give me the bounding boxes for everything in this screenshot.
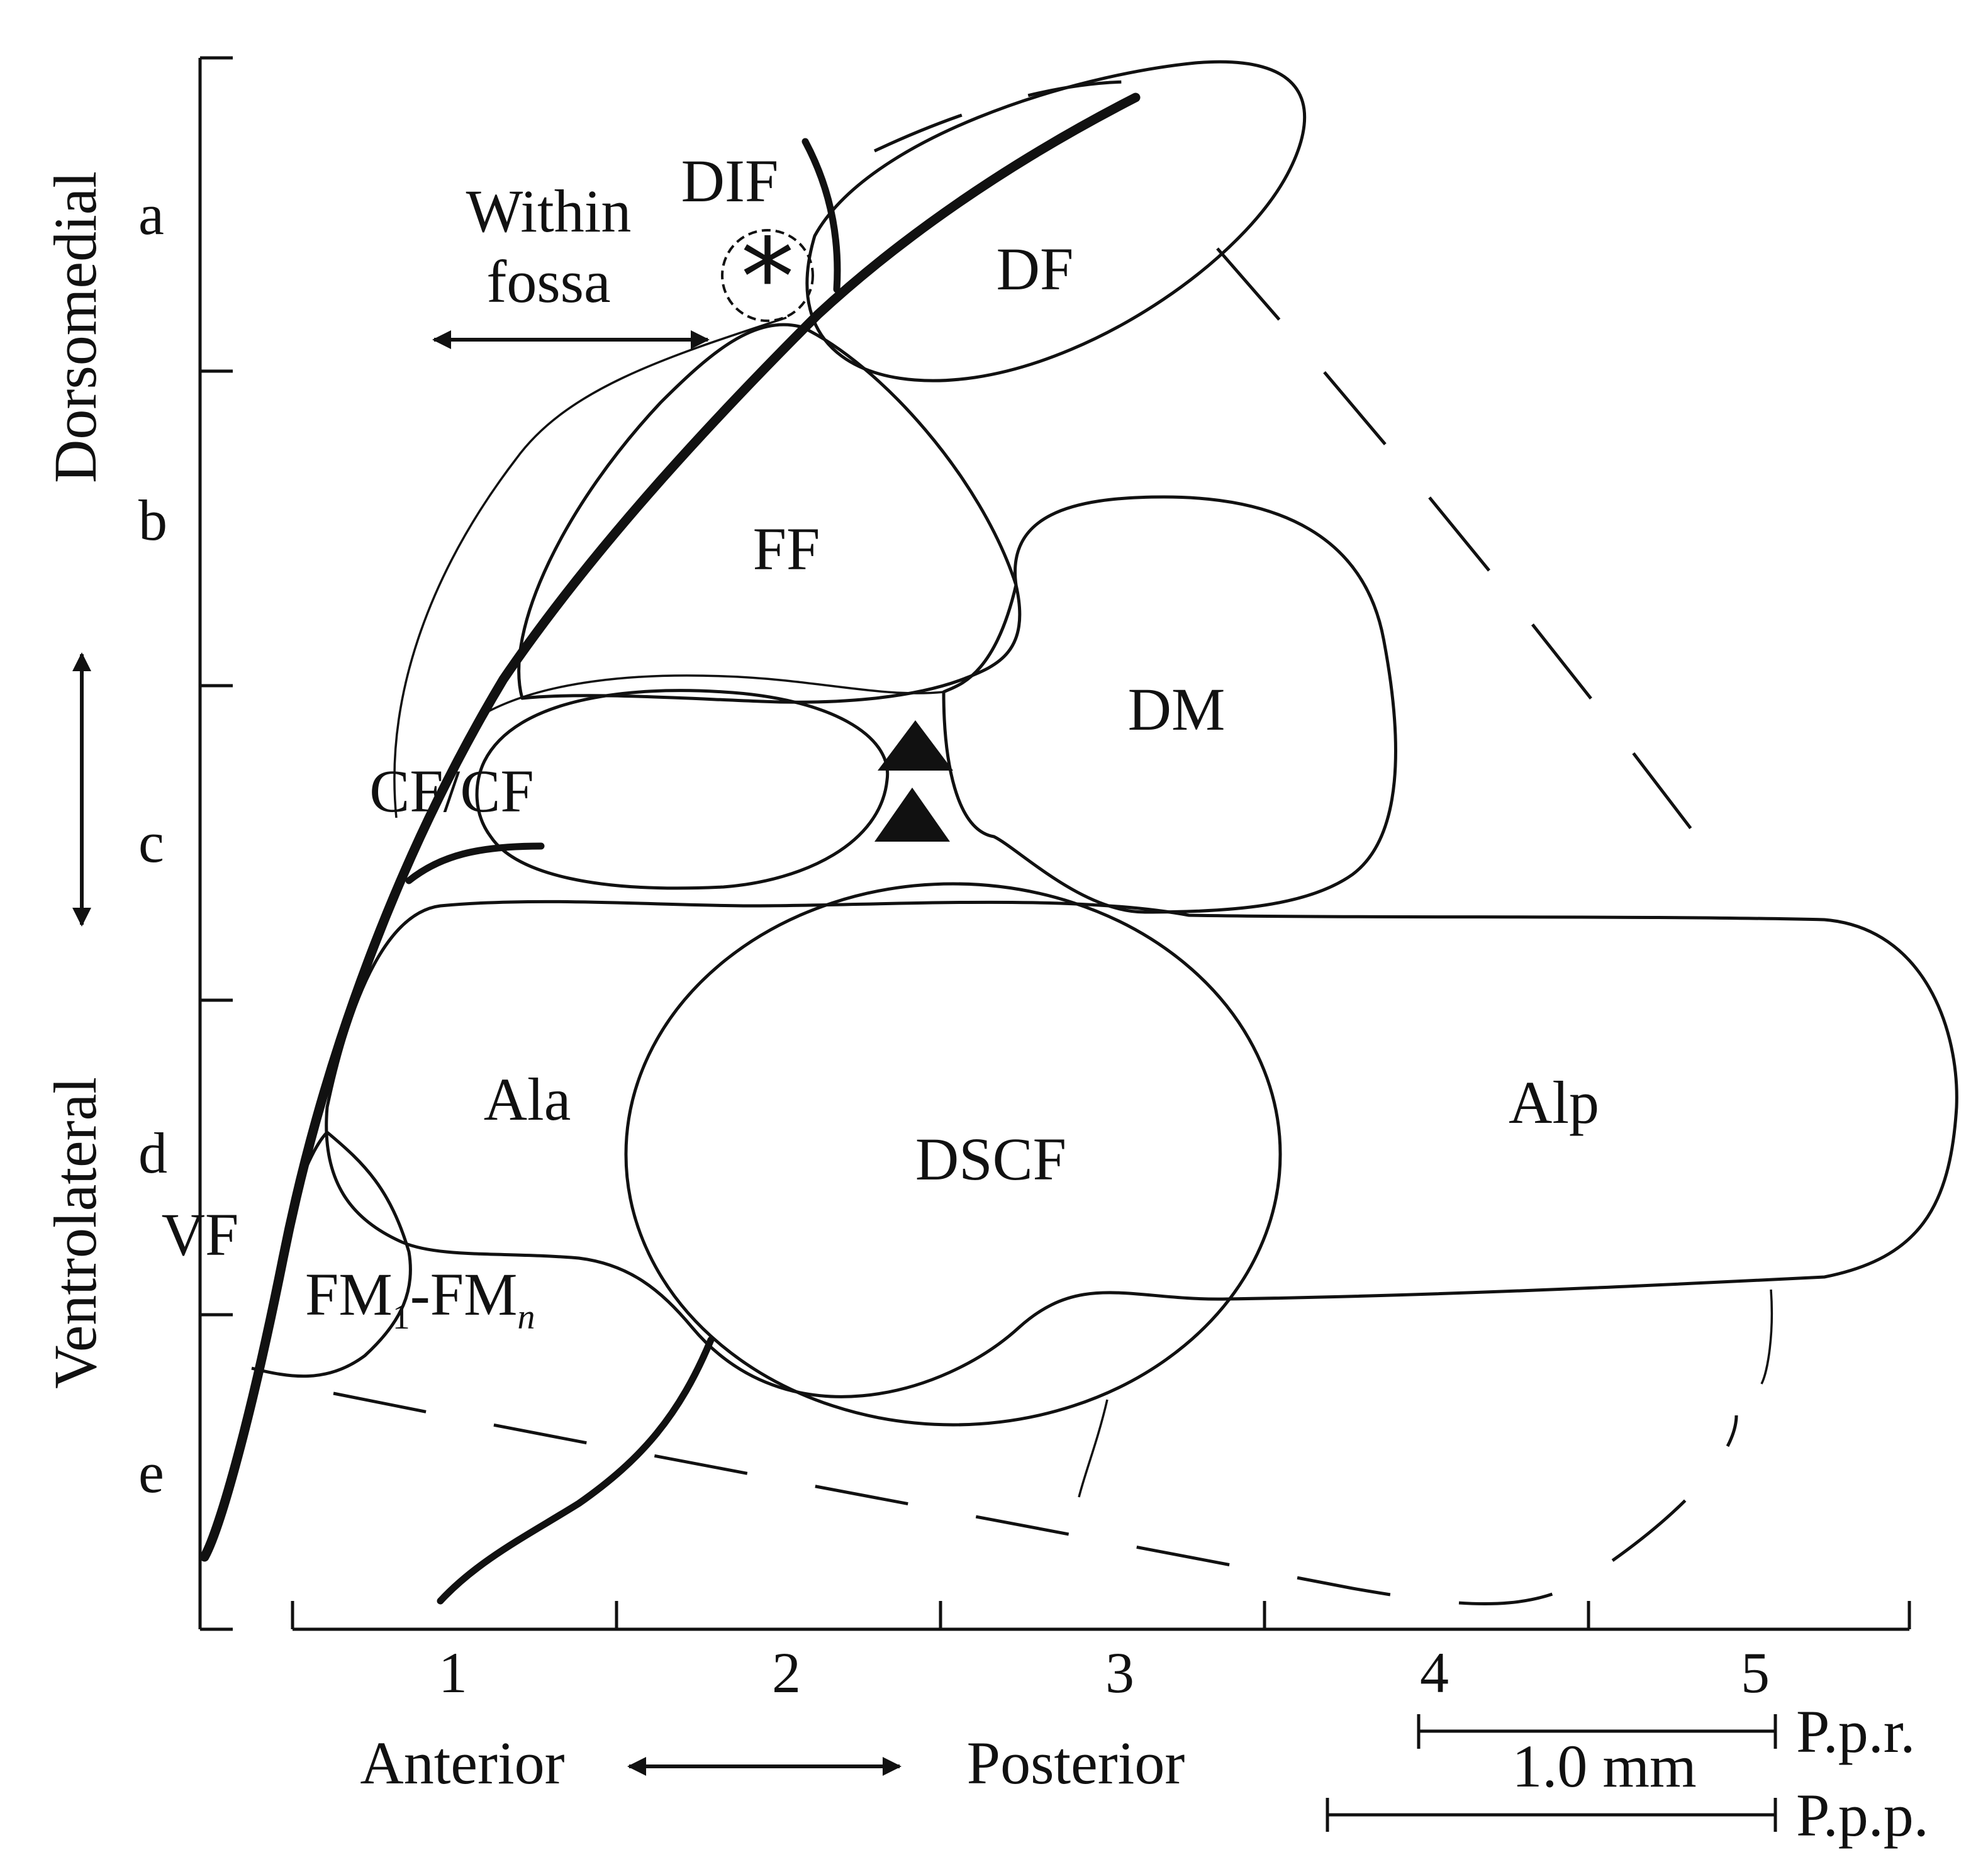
DIF-label: DIF: [681, 147, 779, 215]
posterior-label: Posterior: [967, 1729, 1185, 1797]
DIF-marker-circle: [721, 229, 814, 322]
triangle-upper: [878, 720, 953, 771]
row-label-b: b: [138, 488, 167, 552]
DF-outline: [805, 60, 1307, 382]
column-label-2: 2: [772, 1641, 801, 1705]
row-label-d: d: [138, 1121, 167, 1185]
dorsomedial-label: Dorsomedial: [42, 171, 109, 483]
Alp-label: Alp: [1509, 1069, 1599, 1136]
DIF-thick-line: [801, 138, 841, 293]
DF-label: DF: [997, 235, 1074, 303]
ppp-label: P.p.p.: [1796, 1781, 1929, 1849]
fossa-outline: [393, 316, 787, 818]
row-label-c: c: [138, 810, 164, 874]
fossa-label: fossa: [486, 248, 610, 315]
scale-bar: [1326, 1714, 1777, 1832]
lower-thick-curve: [437, 1336, 715, 1605]
FF-outline: [517, 323, 1022, 704]
within-label: Within: [466, 177, 632, 245]
column-label-5: 5: [1741, 1641, 1770, 1705]
dashed-outline-bottom: [333, 1391, 1738, 1606]
column-label-4: 4: [1420, 1641, 1449, 1705]
CF-outer-outline: [477, 674, 944, 718]
main-thick-curve: [199, 92, 1141, 1562]
DSCF-outline: [624, 882, 1282, 1427]
FM-sep: -FM: [410, 1261, 518, 1328]
FM-subn: n: [517, 1298, 535, 1337]
CF-label: CF/CF: [369, 757, 534, 825]
FM-sub1: 1: [393, 1298, 410, 1337]
FF-label: FF: [753, 515, 820, 583]
Alp-lower-line: [1760, 1289, 1773, 1385]
dashed-outline-right: [873, 80, 1712, 857]
scale-length-label: 1.0 mm: [1512, 1732, 1696, 1800]
triangle-lower: [874, 788, 950, 842]
ppr-label: P.p.r.: [1796, 1698, 1915, 1765]
DSCF-label: DSCF: [915, 1125, 1066, 1193]
column-label-1: 1: [438, 1641, 467, 1705]
DSCF-lower-line: [1078, 1399, 1108, 1498]
vertical-axis: [198, 56, 233, 1631]
horizontal-axis: [291, 1601, 1911, 1631]
ventrolateral-label: Ventrolateral: [42, 1077, 109, 1389]
DIF-asterisk: *: [741, 216, 795, 340]
CF-connector-line: [405, 842, 545, 884]
FM-base: FM: [305, 1261, 393, 1328]
DM-label: DM: [1128, 676, 1226, 743]
column-label-3: 3: [1105, 1641, 1134, 1705]
anterior-label: Anterior: [360, 1729, 564, 1797]
row-label-e: e: [138, 1441, 164, 1505]
FM-label: FM1-FMn: [305, 1261, 535, 1337]
CF-outline: [475, 689, 890, 890]
VF-label: VF: [162, 1201, 239, 1268]
Ala-Alp-outline: [325, 900, 1958, 1398]
Ala-label: Ala: [484, 1066, 571, 1133]
DM-outline: [942, 495, 1397, 914]
row-label-a: a: [138, 182, 164, 247]
